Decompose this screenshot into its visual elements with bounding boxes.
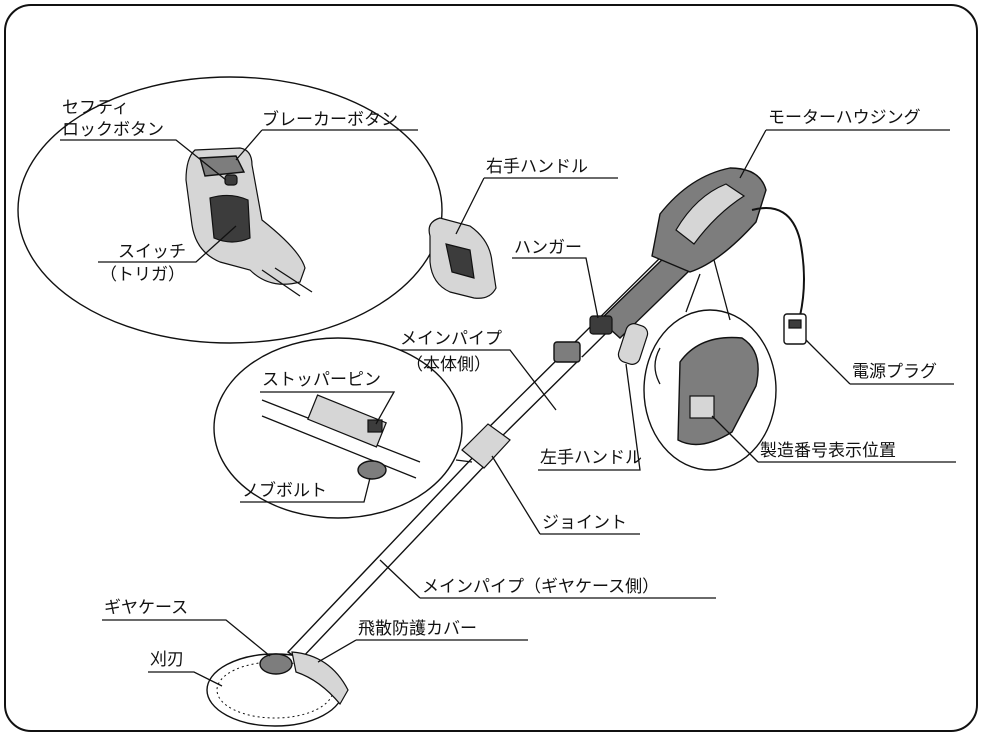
- diagram-frame: [4, 4, 978, 732]
- hanger-part: [589, 315, 613, 335]
- label-power-plug: 電源プラグ: [852, 362, 937, 382]
- handle-clamp: [553, 341, 581, 363]
- label-switch-line2: （トリガ）: [100, 265, 185, 285]
- leader-scatter-guard: [317, 639, 528, 663]
- detail-joint-sleeve: [307, 394, 387, 448]
- label-safety-lock-line1: セフティ: [62, 98, 129, 118]
- label-gear-case: ギヤケース: [104, 598, 188, 618]
- leader-main-pipe-gear: [379, 559, 716, 599]
- label-motor-housing: モーターハウジング: [768, 108, 921, 128]
- leader-power-plug: [805, 339, 954, 385]
- label-serial-number-position: 製造番号表示位置: [760, 441, 896, 461]
- leader-serial-detail: [685, 259, 731, 321]
- detail-stopper-pin: [367, 419, 383, 433]
- label-breaker-button: ブレーカーボタン: [262, 109, 398, 130]
- gear-case-part: [259, 653, 293, 675]
- label-knob-bolt: ノブボルト: [242, 480, 327, 501]
- label-main-pipe-body-line2: （本体側）: [406, 355, 491, 375]
- detail-serial-plate: [689, 395, 715, 419]
- detail-knob-bolt: [357, 460, 387, 480]
- label-right-handle: 右手ハンドル: [486, 157, 588, 177]
- leader-switch: [98, 225, 237, 263]
- leader-breaker-button: [235, 129, 418, 161]
- leader-knob-bolt: [240, 477, 371, 503]
- leader-gear-case: [102, 619, 271, 657]
- label-scatter-guard: 飛散防護カバー: [358, 619, 477, 639]
- leader-serial-number: [711, 415, 956, 463]
- label-main-pipe-gear-side: メインパイプ（ギヤケース側）: [422, 577, 659, 597]
- detail-trigger: [209, 194, 251, 243]
- label-left-handle: 左手ハンドル: [540, 448, 642, 468]
- label-safety-lock-line2: ロックボタン: [62, 120, 164, 140]
- joint-part: [461, 423, 511, 469]
- leader-left-handle: [538, 363, 641, 471]
- label-switch-line1: スイッチ: [118, 242, 186, 262]
- leader-stopper-pin: [260, 391, 396, 425]
- leader-motor-housing: [739, 129, 950, 179]
- label-main-pipe-body-line1: メインパイプ: [400, 329, 502, 349]
- switch-detail-circle: [17, 76, 443, 344]
- power-plug-part: [783, 313, 807, 345]
- leader-safety-lock: [60, 139, 227, 181]
- leader-joint: [491, 455, 640, 535]
- gear-case-and-blade: [206, 651, 349, 727]
- leader-blade: [148, 671, 223, 687]
- leader-right-handle: [455, 177, 618, 235]
- label-joint: ジョイント: [542, 513, 627, 533]
- leader-main-pipe-body: [400, 349, 557, 411]
- leader-hanger: [512, 257, 599, 319]
- joint-detail-circle: [213, 337, 463, 519]
- scatter-guard-part: [291, 651, 349, 706]
- left-handle-part: [617, 323, 649, 365]
- label-blade: 刈刃: [150, 650, 184, 670]
- detail-safety-lock-button: [224, 174, 238, 186]
- serial-detail-circle: [643, 309, 777, 471]
- label-stopper-pin: ストッパーピン: [262, 370, 381, 390]
- power-cord: [751, 207, 805, 317]
- leader-joint-detail: [455, 459, 473, 463]
- label-hanger: ハンガー: [514, 238, 582, 258]
